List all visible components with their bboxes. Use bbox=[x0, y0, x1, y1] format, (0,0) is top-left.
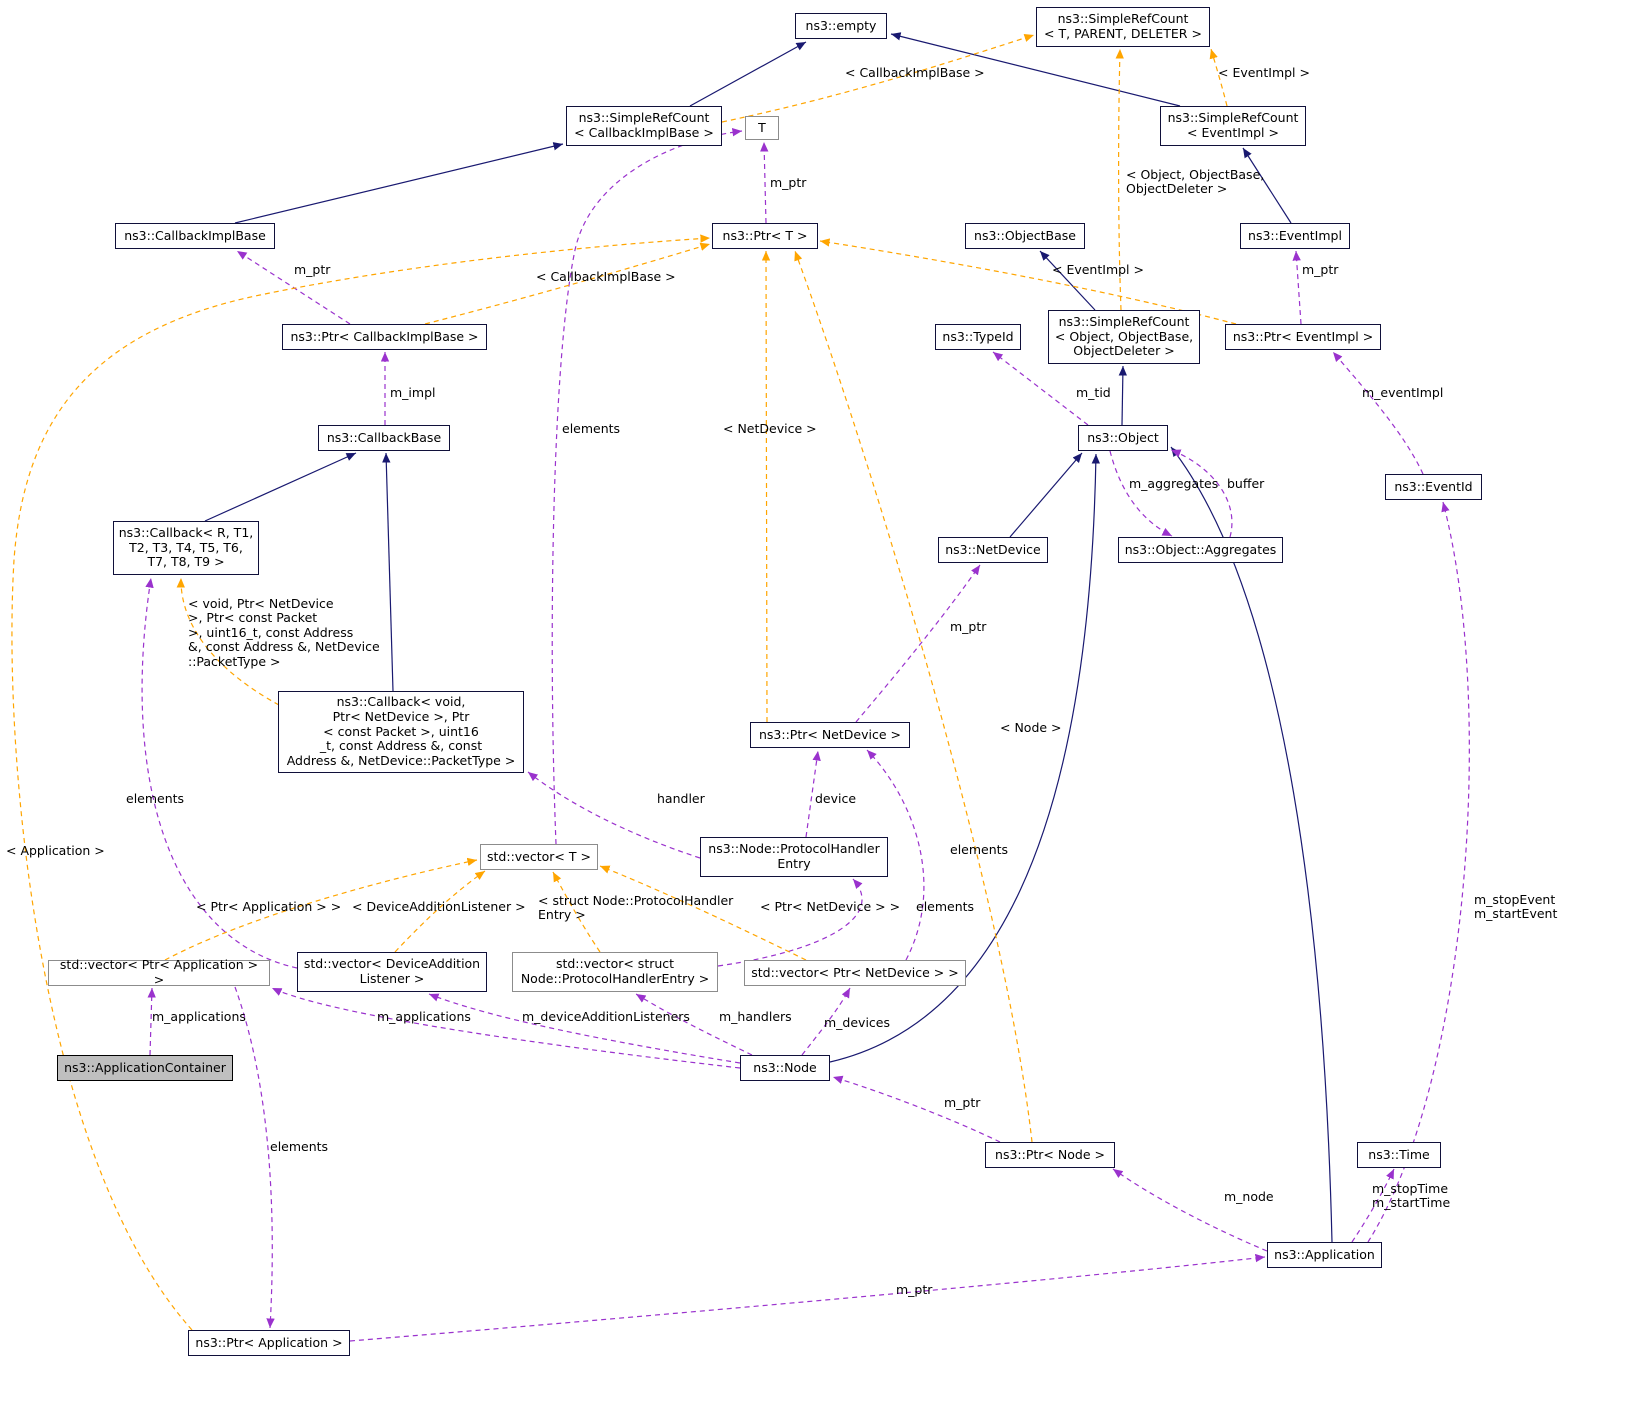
class-node-simplerefcount-tpd[interactable]: ns3::SimpleRefCount < T, PARENT, DELETER… bbox=[1036, 7, 1210, 47]
edge-tpl-ptrnode-ptrt bbox=[794, 250, 1033, 1143]
edge-inh-netdevice-object bbox=[1009, 452, 1083, 538]
class-node-time[interactable]: ns3::Time bbox=[1357, 1142, 1441, 1168]
edge-use-node-vecapp bbox=[271, 987, 741, 1069]
class-node-ptr-application[interactable]: ns3::Ptr< Application > bbox=[188, 1330, 350, 1356]
class-node-node[interactable]: ns3::Node bbox=[740, 1055, 830, 1081]
edge-tpl-ptrcib-ptrt bbox=[424, 242, 711, 325]
edge-inh-srcobj-objectbase bbox=[1039, 250, 1096, 311]
class-node-typeid[interactable]: ns3::TypeId bbox=[935, 324, 1021, 350]
edge-inh-application-object bbox=[1170, 446, 1333, 1243]
class-node-callback-void[interactable]: ns3::Callback< void, Ptr< NetDevice >, P… bbox=[278, 691, 524, 773]
edge-use-phe-ptrnetdevice bbox=[805, 750, 821, 838]
edge-use-node-vecnd bbox=[801, 987, 851, 1056]
class-node-simplerefcount-callbackimplbase[interactable]: ns3::SimpleRefCount < CallbackImplBase > bbox=[566, 106, 722, 146]
class-node-vector-deviceadditionlistener[interactable]: std::vector< DeviceAddition Listener > bbox=[297, 952, 487, 992]
edge-use-ptrcib-cib bbox=[236, 250, 351, 325]
edge-inh-srccib-empty bbox=[689, 41, 807, 107]
class-node-protocolhandlerentry[interactable]: ns3::Node::ProtocolHandler Entry bbox=[700, 837, 888, 877]
edge-use-node-vecphe bbox=[635, 993, 753, 1056]
class-node-netdevice[interactable]: ns3::NetDevice bbox=[938, 537, 1048, 563]
edge-use-ptrapp-application bbox=[349, 1253, 1266, 1342]
edge-tpl-vecphe-vectort bbox=[552, 871, 601, 953]
edge-use-vecapp-ptrapp bbox=[234, 986, 275, 1329]
class-node-simplerefcount-eventimpl[interactable]: ns3::SimpleRefCount < EventImpl > bbox=[1160, 106, 1306, 146]
edge-inh-object-srcobj bbox=[1118, 365, 1128, 426]
edge-use-aggregates-object bbox=[1170, 449, 1233, 538]
class-node-ptr-callbackimplbase[interactable]: ns3::Ptr< CallbackImplBase > bbox=[282, 324, 487, 350]
class-node-vector-ptr-application[interactable]: std::vector< Ptr< Application > > bbox=[48, 957, 270, 987]
class-node-objectbase[interactable]: ns3::ObjectBase bbox=[965, 223, 1085, 249]
edge-inh-node-object bbox=[829, 453, 1101, 1063]
class-node-callbackbase[interactable]: ns3::CallbackBase bbox=[318, 425, 450, 451]
edge-use-application-time bbox=[1351, 1168, 1395, 1243]
edge-tpl-callbackvoid-callbackgeneric bbox=[176, 577, 280, 706]
edge-use-phe-callbackvoid bbox=[527, 771, 701, 859]
class-node-ptr-eventimpl[interactable]: ns3::Ptr< EventImpl > bbox=[1225, 324, 1381, 350]
edge-use-ptrnetdevice-netdevice bbox=[855, 564, 981, 723]
class-node-object-aggregates[interactable]: ns3::Object::Aggregates bbox=[1118, 537, 1283, 563]
edge-tpl-srcei-srctpd bbox=[1209, 48, 1228, 107]
edge-inh-eventimpl-srcei bbox=[1242, 147, 1292, 224]
class-node-eventimpl[interactable]: ns3::EventImpl bbox=[1240, 223, 1350, 249]
edge-use-vecnd-ptrnetdevice bbox=[866, 749, 925, 961]
class-node-ptr-t[interactable]: ns3::Ptr< T > bbox=[712, 223, 818, 249]
class-node-vector-protocolhandlerentry[interactable]: std::vector< struct Node::ProtocolHandle… bbox=[512, 952, 718, 992]
edge-use-object-typeid bbox=[992, 351, 1089, 426]
edge-use-node-vecdal bbox=[428, 993, 741, 1064]
edge-use-eventid-ptreventimpl bbox=[1332, 351, 1424, 475]
class-node-empty[interactable]: ns3::empty bbox=[795, 13, 887, 39]
edge-inh-callbackgeneric-callbackbase bbox=[204, 452, 357, 522]
class-node-object[interactable]: ns3::Object bbox=[1078, 425, 1168, 451]
class-node-application[interactable]: ns3::Application bbox=[1267, 1242, 1382, 1268]
edge-use-application-ptrnode bbox=[1112, 1168, 1268, 1252]
edge-use-ptrnode-node bbox=[832, 1075, 1001, 1143]
edge-use-ptreventimpl-eventimpl bbox=[1292, 250, 1302, 325]
edge-tpl-ptrapp-ptrt bbox=[11, 234, 711, 1331]
edge-tpl-ptrnd-ptrt bbox=[761, 250, 771, 723]
class-node-t[interactable]: T bbox=[745, 116, 779, 140]
class-node-vector-ptr-netdevice[interactable]: std::vector< Ptr< NetDevice > > bbox=[744, 960, 966, 986]
edge-tpl-srcobj-srctpd bbox=[1115, 48, 1124, 311]
class-node-applicationcontainer[interactable]: ns3::ApplicationContainer bbox=[57, 1055, 233, 1081]
edge-tpl-ptrei-ptrt bbox=[819, 238, 1237, 325]
edge-use-vecdal-callbackgeneric bbox=[141, 577, 298, 969]
class-node-callbackimplbase[interactable]: ns3::CallbackImplBase bbox=[115, 223, 275, 249]
edge-use-appcontainer-vecapp bbox=[147, 987, 156, 1056]
edge-use-vectort-t bbox=[551, 128, 743, 845]
class-node-callback-generic[interactable]: ns3::Callback< R, T1, T2, T3, T4, T5, T6… bbox=[113, 521, 259, 575]
class-node-ptr-node[interactable]: ns3::Ptr< Node > bbox=[985, 1142, 1115, 1168]
edge-inh-cib-srccib bbox=[234, 142, 564, 224]
edge-tpl-vecnd-vectort bbox=[599, 865, 807, 961]
edge-use-object-aggregates bbox=[1109, 450, 1173, 537]
edge-tpl-vecdal-vectort bbox=[394, 870, 486, 953]
edge-use-application-eventid bbox=[1367, 501, 1470, 1243]
edge-use-vecphe-phe bbox=[717, 878, 863, 967]
class-node-eventid[interactable]: ns3::EventId bbox=[1385, 474, 1482, 500]
class-node-simplerefcount-object[interactable]: ns3::SimpleRefCount < Object, ObjectBase… bbox=[1048, 310, 1200, 364]
edge-inh-callbackvoid-callbackbase bbox=[382, 452, 394, 692]
edge-tpl-vecapp-vectort bbox=[164, 857, 478, 961]
edge-use-ptrt-t bbox=[760, 141, 769, 224]
edge-tpl-srccib-srctpd bbox=[721, 33, 1035, 123]
class-node-ptr-netdevice[interactable]: ns3::Ptr< NetDevice > bbox=[750, 722, 910, 748]
edge-inh-srcei-empty bbox=[890, 32, 1181, 107]
class-node-vector-t[interactable]: std::vector< T > bbox=[480, 844, 598, 870]
